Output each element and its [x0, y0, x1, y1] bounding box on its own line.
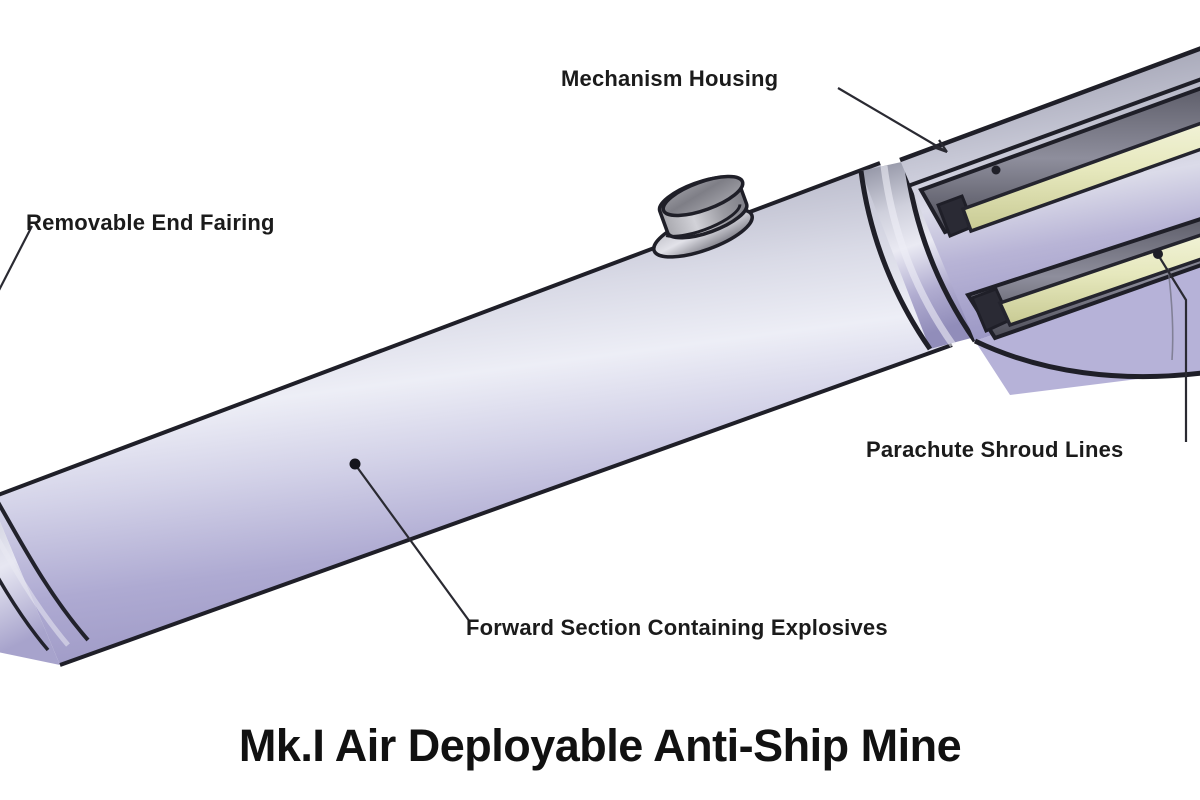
- housing-rear-seam: [1167, 267, 1174, 361]
- body-bottom-edge: [59, 343, 953, 667]
- channel-upper-lip: [907, 77, 1200, 188]
- joint-band-highlight: [880, 165, 956, 348]
- leader-mechanism-housing: [837, 87, 948, 153]
- callout-label-removable-end-fairing: Removable End Fairing: [26, 210, 275, 235]
- mechanism-housing-part: [899, 46, 1200, 395]
- filler-cap-fitting: [652, 174, 754, 259]
- cap-top-disc: [661, 174, 745, 218]
- callout-label-mechanism-housing: Mechanism Housing: [561, 66, 779, 91]
- leader-parachute-shroud-lines: [1159, 257, 1188, 442]
- callout-label-forward-section: Forward Section Containing Explosives: [466, 615, 888, 640]
- cap-step-ring: [665, 204, 742, 238]
- housing-fastener-lower: [1153, 249, 1163, 259]
- leader-removable-end-fairing: [0, 225, 33, 291]
- leader-dot-forward-section: [349, 458, 361, 470]
- channel-upper-recess: [918, 86, 1200, 235]
- fairing-seam-highlight: [0, 538, 70, 647]
- shroud-channel-lower: [964, 217, 1200, 341]
- leader-forward-section: [356, 466, 471, 623]
- forward-section-body: [0, 161, 953, 667]
- leader-lines: [0, 87, 1188, 623]
- fairing-seam-outer: [0, 501, 90, 642]
- callout-label-parachute-shroud-lines: Parachute Shroud Lines: [866, 437, 1124, 462]
- housing-bottom-edge: [973, 338, 1200, 380]
- housing-fastener-upper: [991, 165, 1001, 175]
- housing-top-edge: [899, 46, 1200, 163]
- diagram-title: Mk.I Air Deployable Anti-Ship Mine: [238, 720, 962, 771]
- removable-end-fairing-part: [0, 501, 90, 665]
- leader-arrow-mechanism-housing: [932, 139, 948, 154]
- shroud-line-lower: [997, 233, 1200, 328]
- shroud-line-upper: [960, 121, 1200, 234]
- forward-section-surface: [0, 163, 952, 665]
- shroud-channel-upper: [907, 77, 1200, 238]
- joint-band-edge-front: [858, 170, 933, 351]
- fairing-seam-inner: [0, 577, 50, 652]
